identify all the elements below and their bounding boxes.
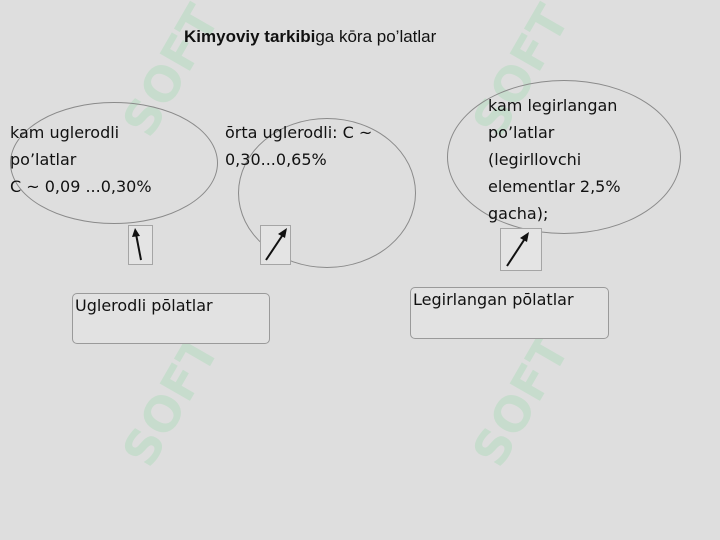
- watermark-logo-4: SOFT: [462, 326, 581, 476]
- arrow-box-3: [500, 228, 542, 271]
- text-low-alloy: kam legirlangan po’latlar (legirllovchi …: [488, 96, 621, 223]
- ellipse-low-carbon: [10, 102, 218, 224]
- arrow-up-right-icon: [265, 228, 287, 261]
- arrow-up-right-icon: [506, 232, 529, 267]
- group-alloy-label: Legirlangan pōlatlar: [413, 290, 574, 309]
- arrow-up-icon: [132, 228, 142, 261]
- slide-title: Kimyoviy tarkibiga kōra po’latlar: [184, 27, 436, 47]
- text-mid-carbon: ōrta uglerodli: C ~ 0,30...0,65%: [225, 123, 373, 169]
- group-carbon-label: Uglerodli pōlatlar: [75, 296, 213, 315]
- svg-text:SOFT: SOFT: [112, 326, 231, 476]
- ellipse-mid-carbon: [238, 118, 416, 268]
- svg-text:SOFT: SOFT: [462, 326, 581, 476]
- arrow-box-2: [260, 225, 291, 265]
- title-bold: Kimyoviy tarkibi: [184, 27, 316, 46]
- title-rest: ga kōra po’latlar: [315, 27, 437, 46]
- watermark-logo-3: SOFT: [112, 326, 231, 476]
- ellipse-low-alloy: [447, 80, 681, 234]
- group-carbon-steels: Uglerodli pōlatlar: [72, 293, 270, 344]
- arrow-box-1: [128, 225, 153, 265]
- text-low-carbon: kam uglerodli po’latlar C ~ 0,09 ...0,30…: [10, 123, 152, 196]
- group-alloy-steels: Legirlangan pōlatlar: [410, 287, 609, 339]
